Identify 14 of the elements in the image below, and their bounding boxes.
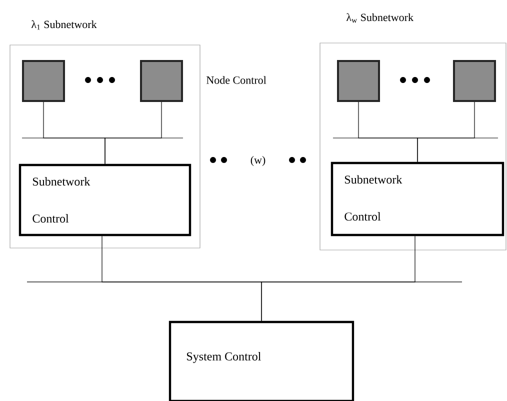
connector-line <box>104 102 162 164</box>
connector-line <box>261 236 416 322</box>
node-square <box>140 60 183 102</box>
control-box: System Control <box>168 320 354 401</box>
node-control-label: Node Control <box>206 76 266 84</box>
node-label: λ$_{1}$ Subnetwork <box>31 20 97 30</box>
node-square <box>22 60 65 102</box>
node-square <box>453 60 496 102</box>
control-box: Subnetwork Control <box>330 162 504 236</box>
control-box: Subnetwork Control <box>18 164 192 236</box>
connector-line <box>417 102 475 162</box>
node-square <box>337 60 380 102</box>
count-label: (w) <box>250 156 266 166</box>
node-label: λ$_{w}$ Subnetwork <box>346 13 414 23</box>
